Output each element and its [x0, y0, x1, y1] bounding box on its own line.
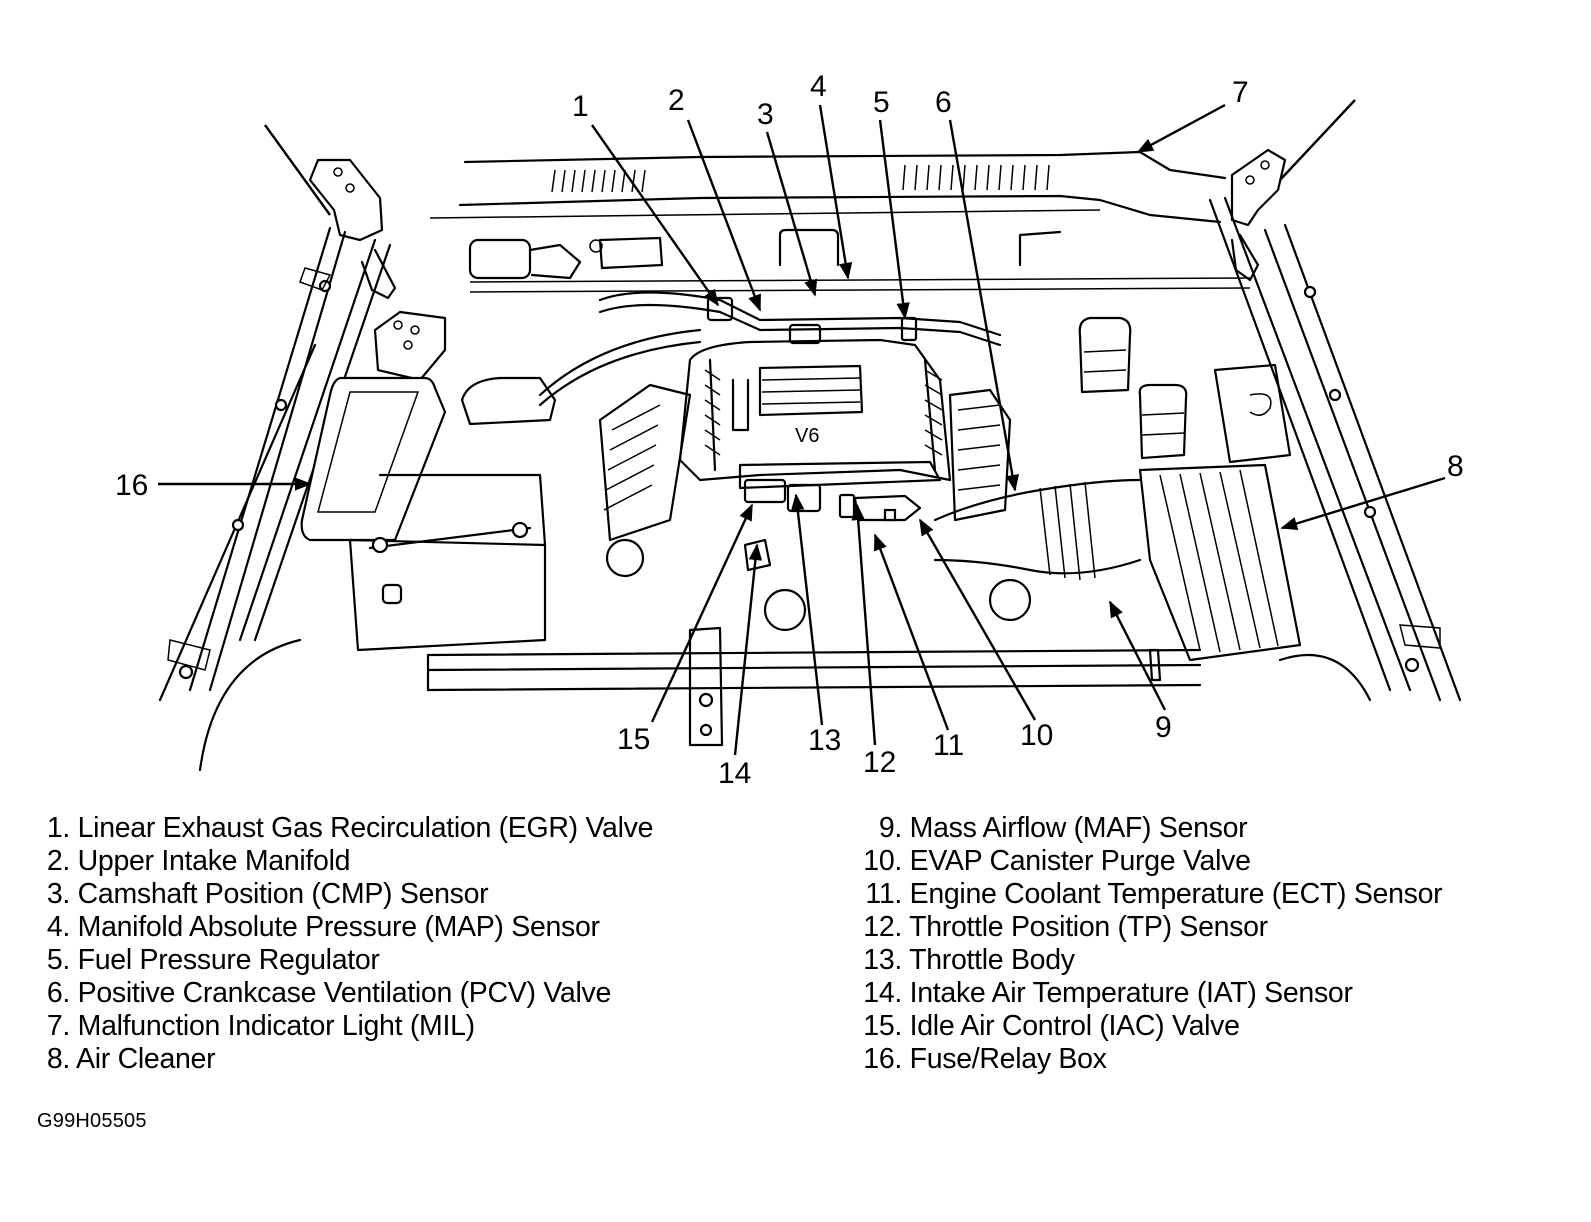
callout-labels: 1 2 3 4 5 6 7 8 9 10 11 12 13 14 15 16	[115, 70, 1464, 790]
callout-13: 13	[808, 724, 841, 757]
battery	[348, 473, 547, 652]
legend-label: Air Cleaner	[76, 1043, 216, 1075]
callout-3: 3	[757, 98, 774, 131]
upper-intake-manifold: V6	[678, 338, 952, 490]
intake-duct	[933, 478, 1142, 622]
callout-4: 4	[810, 70, 827, 103]
legend-item: 1. Linear Exhaust Gas Recirculation (EGR…	[37, 812, 654, 845]
brake-master-cylinder	[373, 310, 557, 426]
legend-item: 8. Air Cleaner	[37, 1043, 653, 1076]
legend-label: Fuse/Relay Box	[909, 1043, 1107, 1075]
legend-label: Malfunction Indicator Light (MIL)	[77, 1010, 476, 1042]
callout-16: 16	[115, 469, 148, 502]
figure-id: G99H05505	[37, 1110, 147, 1132]
right-wheel-arch	[1278, 653, 1372, 702]
legend-item: 2. Upper Intake Manifold	[37, 845, 653, 878]
legend-label: Manifold Absolute Pressure (MAP) Sensor	[77, 911, 600, 943]
legend-right-column: 9. Mass Airflow (MAF) Sensor 10. EVAP Ca…	[850, 812, 1442, 1076]
legend-item: 4. Manifold Absolute Pressure (MAP) Sens…	[37, 911, 653, 944]
callout-10: 10	[1020, 719, 1053, 752]
callout-2: 2	[668, 84, 685, 117]
left-cylinder-bank	[598, 383, 692, 578]
callout-14: 14	[718, 757, 751, 790]
cowl-panel	[429, 150, 1251, 293]
legend-label: Linear Exhaust Gas Recirculation (EGR) V…	[77, 812, 654, 844]
legend-number: 3.	[46, 878, 70, 910]
legend-number: 1.	[46, 812, 70, 844]
callout-9: 9	[1155, 711, 1172, 744]
legend-label: Throttle Body	[909, 944, 1075, 976]
legend-item: 16. Fuse/Relay Box	[850, 1043, 1442, 1076]
legend-item: 10. EVAP Canister Purge Valve	[850, 845, 1442, 878]
right-cylinder-bank	[948, 388, 1012, 522]
legend-item: 12. Throttle Position (TP) Sensor	[850, 911, 1442, 944]
legend-number: 9.	[878, 812, 902, 844]
callout-11: 11	[933, 729, 964, 762]
legend-item: 13. Throttle Body	[850, 944, 1442, 977]
legend-number: 16.	[863, 1043, 902, 1075]
legend-label: Intake Air Temperature (IAT) Sensor	[909, 977, 1353, 1009]
right-hood-hinge	[1230, 148, 1287, 282]
legend-label: Positive Crankcase Ventilation (PCV) Val…	[77, 977, 612, 1009]
throttle-body-assembly	[743, 478, 922, 632]
callout-7: 7	[1232, 76, 1249, 109]
legend-label: Engine Coolant Temperature (ECT) Sensor	[909, 878, 1443, 910]
right-fender	[1208, 196, 1462, 702]
callout-5: 5	[873, 86, 890, 119]
air-cleaner	[1138, 363, 1302, 662]
legend-label: EVAP Canister Purge Valve	[909, 845, 1251, 877]
coolant-reservoirs	[1078, 316, 1188, 460]
engine-badge-v6: V6	[795, 425, 819, 447]
legend-number: 8.	[46, 1043, 70, 1075]
legend-item: 11. Engine Coolant Temperature (ECT) Sen…	[850, 878, 1442, 911]
legend-number: 11.	[865, 878, 902, 910]
callout-1: 1	[572, 90, 589, 123]
left-hood-hinge	[308, 158, 397, 300]
legend-label: Upper Intake Manifold	[77, 845, 351, 877]
legend-item: 9. Mass Airflow (MAF) Sensor	[850, 812, 1442, 845]
legend-label: Camshaft Position (CMP) Sensor	[77, 878, 489, 910]
legend-number: 4.	[46, 911, 70, 943]
legend-item: 5. Fuel Pressure Regulator	[37, 944, 653, 977]
legend-item: 3. Camshaft Position (CMP) Sensor	[37, 878, 653, 911]
callout-12: 12	[863, 746, 896, 779]
callout-15: 15	[617, 723, 650, 756]
legend-item: 14. Intake Air Temperature (IAT) Sensor	[850, 977, 1442, 1010]
legend-label: Idle Air Control (IAC) Valve	[909, 1010, 1240, 1042]
legend-label: Mass Airflow (MAF) Sensor	[909, 812, 1248, 844]
legend-item: 7. Malfunction Indicator Light (MIL)	[37, 1010, 653, 1043]
legend-number: 5.	[46, 944, 70, 976]
callout-6: 6	[935, 86, 952, 119]
left-fender	[158, 226, 392, 702]
engine-compartment-diagram: V6	[115, 70, 1464, 790]
legend-number: 7.	[46, 1010, 70, 1042]
callout-leaders	[158, 99, 1446, 756]
legend-number: 15.	[863, 1010, 902, 1042]
left-wheel-arch	[198, 638, 302, 772]
legend-number: 10.	[863, 845, 902, 877]
legend-item: 15. Idle Air Control (IAC) Valve	[850, 1010, 1442, 1043]
radiator-support	[426, 626, 1202, 747]
legend-label: Throttle Position (TP) Sensor	[909, 911, 1268, 943]
legend-label: Fuel Pressure Regulator	[77, 944, 380, 976]
legend-item: 6. Positive Crankcase Ventilation (PCV) …	[37, 977, 653, 1010]
legend-number: 14.	[863, 977, 902, 1009]
callout-8: 8	[1447, 450, 1464, 483]
wiper-motor	[468, 238, 603, 280]
fuel-rail-hoses	[538, 291, 1002, 432]
fuse-relay-box	[300, 376, 447, 542]
legend-number: 2.	[46, 845, 70, 877]
legend-number: 12.	[863, 911, 902, 943]
legend-number: 13.	[863, 944, 902, 976]
legend-left-column: 1. Linear Exhaust Gas Recirculation (EGR…	[37, 812, 654, 1076]
legend-number: 6.	[46, 977, 70, 1009]
